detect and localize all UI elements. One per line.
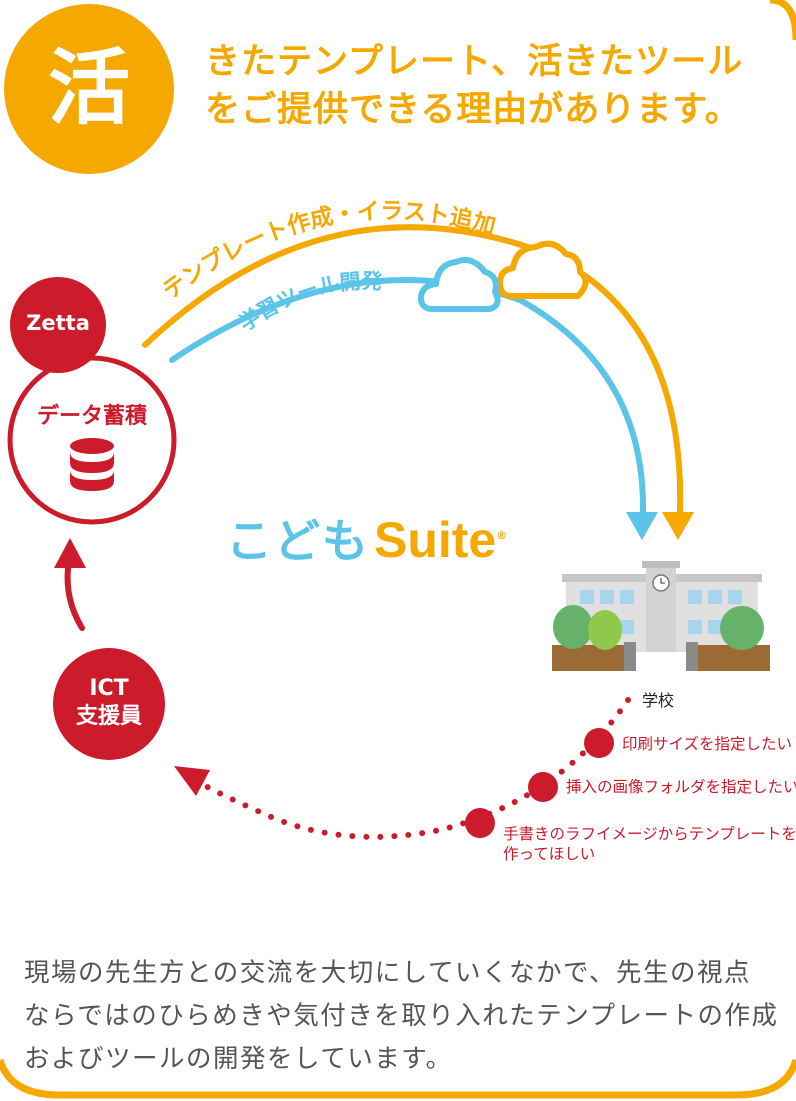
description-text: 現場の先生方との交流を大切にしていくなかで、先生の視点 ならではのひらめきや気付… (24, 952, 784, 1081)
request-dot-3 (465, 808, 495, 838)
school-label: 学校 (642, 691, 675, 710)
ict-support-node (53, 648, 165, 760)
logo-registered-mark: ® (496, 529, 508, 542)
ict-support-label-line-1: ICT (89, 676, 129, 701)
blue-flow-label: 学習ツール開発 (234, 270, 384, 336)
red-flow-arrow (64, 565, 85, 631)
logo-text-kodomo: こども (226, 514, 370, 568)
header-badge (4, 4, 174, 174)
orange-cloud-icon (497, 240, 589, 299)
feedback-dotted-path (192, 697, 631, 840)
kodomo-suite-logo: こどもSuite® (226, 510, 507, 582)
school-building-icon (552, 561, 770, 671)
database-icon (70, 438, 114, 491)
request-dot-2 (528, 772, 558, 802)
request-label-3-cont: 作ってほしい (503, 845, 596, 863)
feedback-arrowhead (174, 766, 210, 796)
headline-line-2: をご提供できる理由があります。 (205, 90, 741, 130)
ict-support-label-line-2: 支援員 (75, 704, 142, 729)
red-arrowhead (54, 538, 86, 568)
request-label-2: 挿入の画像フォルダを指定したい (566, 778, 796, 796)
request-label-1: 印刷サイズを指定したい (622, 735, 793, 753)
blue-cloud-icon (417, 257, 501, 312)
ict-support-label: ICT 支援員 (53, 675, 165, 731)
request-label-3: 手書きのラフイメージからテンプレートを (503, 825, 796, 843)
orange-arrowhead (662, 512, 694, 540)
zetta-label: Zetta (26, 311, 90, 335)
blue-arrowhead (626, 512, 658, 540)
zetta-node (10, 277, 106, 373)
header-badge-kanji: 活 (47, 41, 130, 136)
headline-line-1: きたテンプレート、活きたツール (205, 42, 744, 82)
logo-text-suite: Suite (374, 512, 497, 568)
description-line-3: およびツールの開発をしています。 (24, 1044, 453, 1074)
description-line-2: ならではのひらめきや気付きを取り入れたテンプレートの作成 (24, 1001, 779, 1031)
description-line-1: 現場の先生方との交流を大切にしていくなかで、先生の視点 (24, 958, 751, 988)
data-storage-label: データ蓄積 (36, 404, 147, 429)
request-dot-1 (584, 728, 614, 758)
